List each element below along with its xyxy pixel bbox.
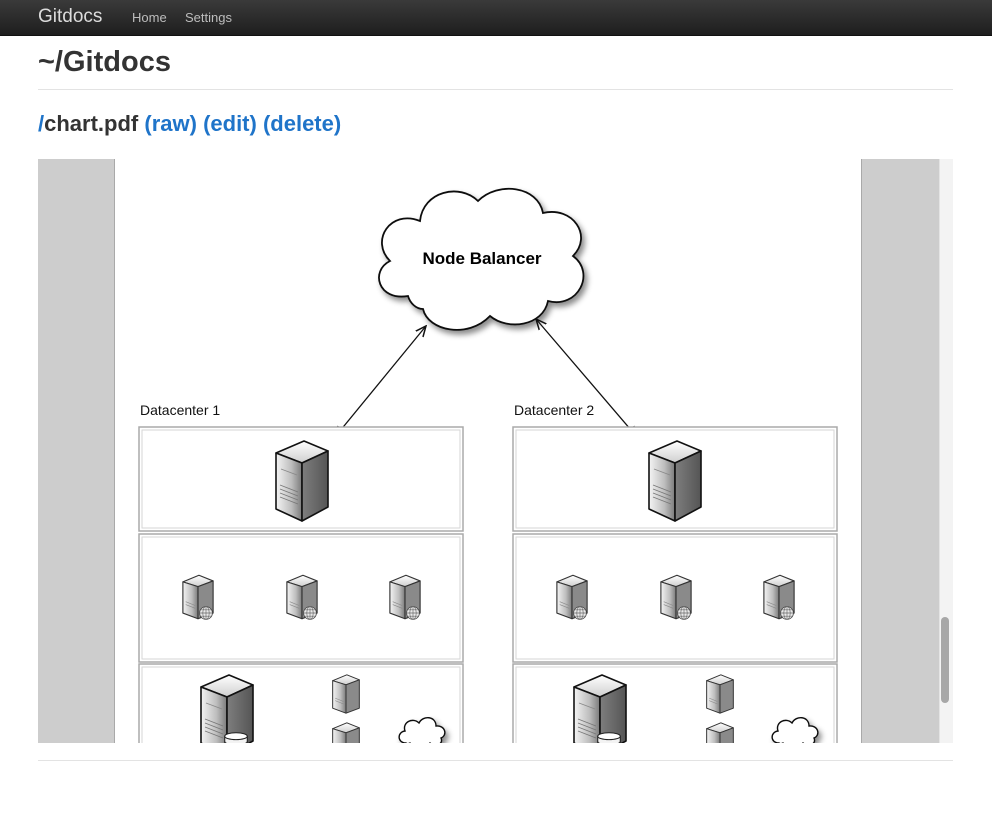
datacenter-1-label: Datacenter 1	[140, 402, 220, 418]
load-balancer-server-icon	[648, 440, 702, 522]
datacenter-1: Datacenter 1	[138, 402, 464, 743]
brand-link[interactable]: Gitdocs	[38, 6, 103, 27]
database-icon	[224, 732, 248, 743]
nav-settings-link[interactable]: Settings	[185, 10, 232, 25]
link-arrow-dc2	[536, 319, 637, 437]
server-icon	[706, 674, 734, 714]
node-balancer-cloud: Node Balancer	[378, 187, 585, 331]
title-divider	[38, 89, 953, 90]
file-name: chart.pdf	[44, 111, 139, 136]
datacenter-2: Datacenter 2	[512, 402, 838, 743]
network-diagram: Node Balancer Datacenter 1	[138, 187, 838, 743]
viewer-scrollbar-track[interactable]	[939, 159, 953, 743]
delete-link[interactable]: (delete)	[262, 111, 342, 136]
link-arrow-dc1	[335, 326, 426, 437]
node-balancer-label: Node Balancer	[422, 249, 541, 268]
top-navbar: Gitdocs Home Settings	[0, 0, 992, 36]
footer-divider	[38, 760, 953, 761]
pdf-viewer[interactable]: Node Balancer Datacenter 1	[38, 159, 953, 743]
database-server-icon	[200, 674, 254, 743]
raw-link[interactable]: (raw)	[144, 111, 197, 136]
edit-link[interactable]: (edit)	[203, 111, 257, 136]
pdf-page: Node Balancer Datacenter 1	[114, 159, 862, 743]
load-balancer-server-icon	[275, 440, 329, 522]
database-icon	[597, 732, 621, 743]
datacenter-2-label: Datacenter 2	[514, 402, 594, 418]
root-path-link[interactable]: /	[38, 111, 45, 136]
database-server-icon	[573, 674, 627, 743]
page-title: ~/Gitdocs	[38, 46, 171, 78]
nav-home-link[interactable]: Home	[132, 10, 167, 25]
viewer-scrollbar-thumb[interactable]	[941, 617, 949, 703]
server-icon	[332, 674, 360, 714]
file-heading: /chart.pdf (raw) (edit) (delete)	[38, 111, 341, 137]
